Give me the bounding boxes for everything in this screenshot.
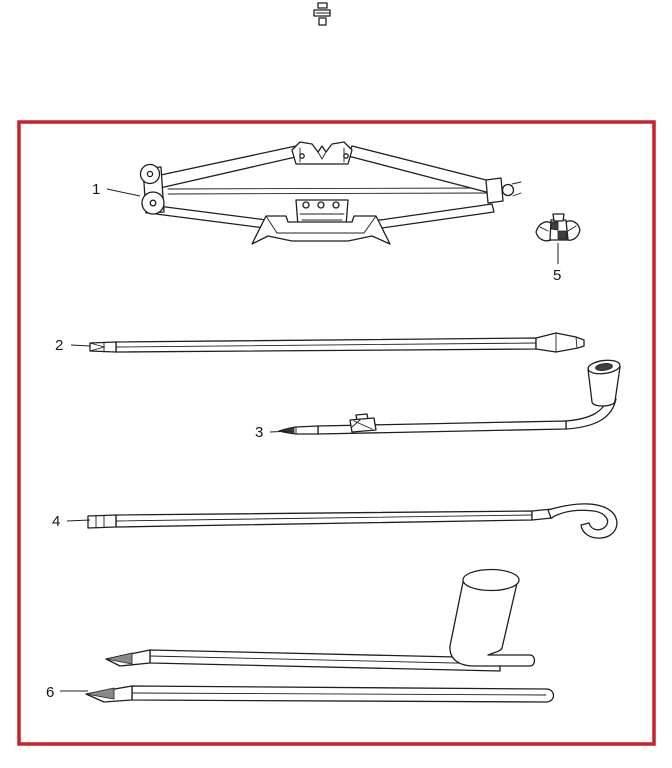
part-label-3: 3	[255, 424, 264, 441]
part-label-5: 5	[553, 267, 562, 284]
part-label-2: 2	[55, 337, 64, 354]
wing-bolt-illustration	[535, 213, 581, 242]
leader-lines	[60, 188, 559, 692]
hook-rod-illustration	[87, 503, 618, 539]
part-label-4: 4	[52, 513, 61, 530]
handle-bars-illustration	[85, 568, 555, 703]
scissor-jack-illustration	[139, 141, 522, 245]
part-label-6: 6	[46, 684, 55, 701]
part-label-1: 1	[92, 181, 101, 198]
red-border-frame	[17, 120, 656, 746]
long-rod-illustration	[89, 332, 585, 353]
lug-wrench-illustration	[278, 359, 621, 435]
top-edge-artifact	[313, 2, 331, 26]
